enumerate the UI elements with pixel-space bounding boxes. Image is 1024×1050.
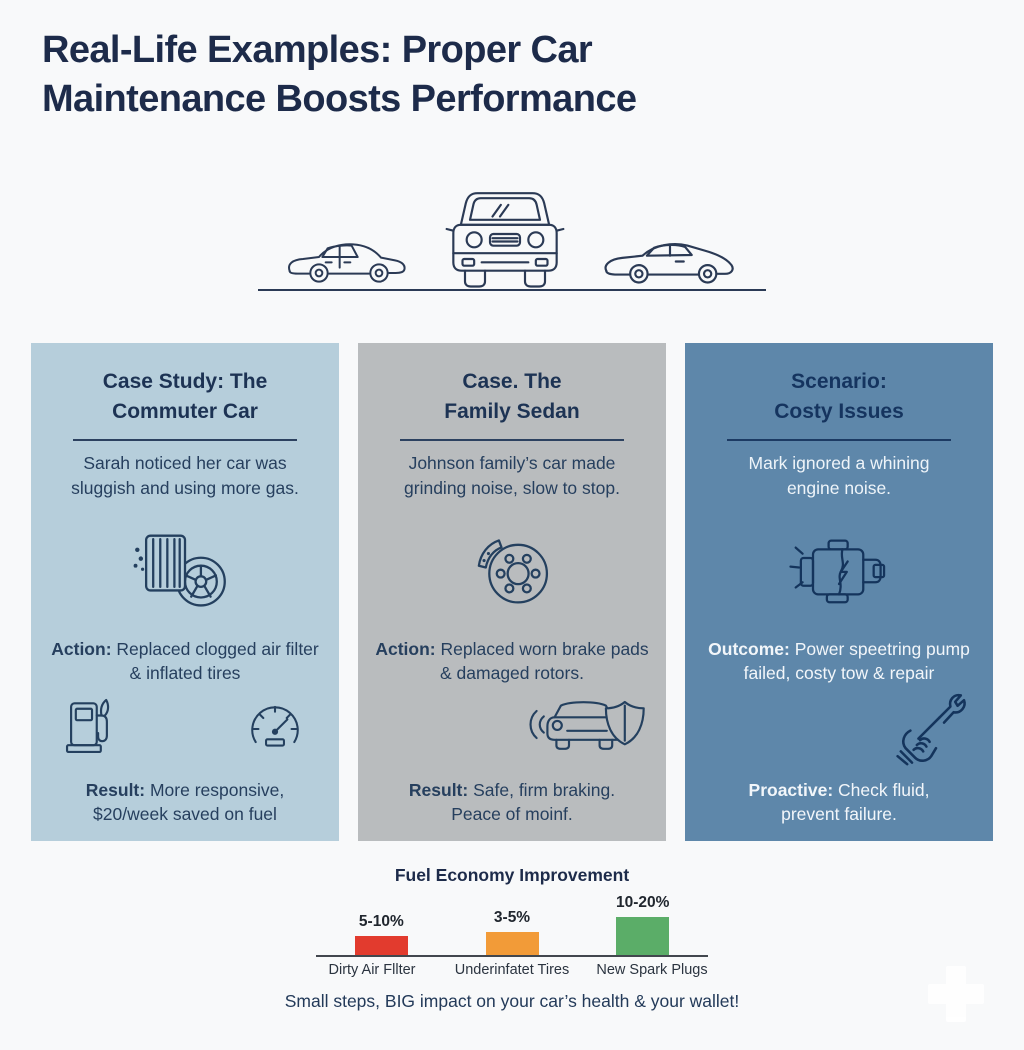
card-result-text: Result: More responsive, $20/week saved o… [37, 778, 333, 827]
bar-value-label: 3-5% [493, 908, 531, 926]
card-description: Johnson family’s car made grinding noise,… [364, 451, 660, 501]
fuel-economy-chart: Fuel Economy Improvement 5-10% 3-5% 10-2… [0, 865, 1024, 978]
cracked-engine-pump-icon [691, 513, 987, 629]
chart-title: Fuel Economy Improvement [394, 864, 630, 885]
bar-group-dirty-air-filter: 5-10% [316, 913, 447, 955]
bar-value-label: 10-20% [615, 893, 670, 911]
card-costy-issues: Scenario: Costy Issues Mark ignored a whi… [685, 342, 993, 841]
card-desc-line2: engine noise. [786, 477, 892, 498]
card-title-line1: Case Study: The [102, 369, 268, 393]
result-line2: Peace of moinf. [451, 804, 573, 824]
category-label: Dirty Air Fllter [328, 961, 416, 978]
page-title-line1: Real-Life Examples: Proper Car [42, 29, 593, 71]
category-label: New Spark Plugs [596, 961, 708, 978]
card-divider [400, 438, 624, 441]
card-description: Sarah noticed her car was sluggish and us… [37, 451, 333, 501]
action-line2: & damaged rotors. [440, 663, 584, 683]
hand-wrench-icon [896, 693, 966, 765]
card-action-text: Outcome: Power speetring pump failed, cos… [691, 637, 987, 686]
card-title-line2: Commuter Car [112, 399, 258, 423]
card-title-line2: Costy Issues [774, 399, 904, 423]
card-title: Scenario: Costy Issues [691, 367, 987, 427]
bar-group-new-spark-plugs: 10-20% [577, 894, 708, 955]
chart-plot-area: 5-10% 3-5% 10-20% [316, 894, 708, 955]
card-divider [73, 438, 297, 441]
card-title-line1: Case. The [462, 369, 562, 393]
result-label: Result: [85, 779, 146, 800]
x-axis-line [316, 954, 708, 957]
card-icon-row [691, 688, 987, 770]
action-line2: & inflated tires [129, 663, 241, 683]
result-line1: More responsive, [149, 779, 285, 800]
sports-car-side-icon [604, 242, 734, 284]
action-line2: failed, costy tow & repair [743, 663, 935, 683]
card-description: Mark ignored a whining engine noise. [691, 451, 987, 501]
bar-underinflated-tires [485, 931, 539, 955]
action-line1: Replaced worn brake pads [440, 638, 649, 659]
card-icon-row [364, 688, 660, 770]
brake-disc-icon [364, 513, 660, 629]
footer-tagline: Small steps, BIG impact on your car’s he… [284, 990, 740, 1011]
card-action-text: Action: Replaced clogged air filter & inf… [37, 637, 333, 686]
sedan-side-car-icon [288, 243, 406, 283]
card-title-line2: Family Sedan [444, 399, 580, 423]
bar-dirty-air-filter [354, 935, 408, 955]
page-title-line2: Maintenance Boosts Performance [42, 78, 637, 121]
result-label: Proactive: [748, 779, 834, 800]
card-desc-line1: Sarah noticed her car was [83, 452, 287, 473]
action-label: Action: [51, 638, 112, 659]
action-line1: Replaced clogged air filter [116, 638, 319, 659]
action-label: Outcome: [708, 638, 790, 659]
card-result-text: Result: Safe, firm braking. Peace of moin… [364, 778, 660, 827]
card-icon-row [37, 688, 333, 770]
result-line1: Safe, firm braking. [473, 779, 616, 800]
bar-value-label: 5-10% [358, 912, 404, 930]
card-divider [727, 438, 951, 441]
card-title-line1: Scenario: [791, 369, 887, 393]
fuel-pump-icon [65, 698, 110, 753]
result-line1: Check fluid, [838, 779, 930, 800]
action-label: Action: [375, 638, 436, 659]
result-line2: prevent failure. [781, 804, 897, 824]
card-desc-line2: sluggish and using more gas. [71, 477, 299, 498]
card-desc-line1: Mark ignored a whining [748, 452, 930, 473]
card-action-text: Action: Replaced worn brake pads & damage… [364, 637, 660, 686]
chart-category-labels: Dirty Air Fllter Underinfatet Tires New … [302, 962, 722, 978]
card-desc-line2: grinding noise, slow to stop. [404, 477, 620, 498]
car-alarm-shield-icon [529, 700, 645, 750]
air-filter-and-tire-icon [37, 513, 333, 629]
speedometer-icon [251, 705, 299, 747]
bar-new-spark-plugs [616, 916, 670, 955]
result-label: Result: [408, 779, 469, 800]
result-line2: $20/week saved on fuel [93, 804, 277, 824]
plus-icon [928, 966, 984, 1022]
cars-illustration [0, 189, 1024, 289]
card-result-text: Proactive: Check fluid, prevent failure. [691, 778, 987, 827]
card-desc-line1: Johnson family’s car made [408, 452, 616, 473]
action-line1: Power speetring pump [794, 638, 970, 659]
ground-line [258, 288, 766, 291]
category-label: Underinfatet Tires [454, 961, 570, 978]
bar-group-underinflated-tires: 3-5% [447, 909, 578, 955]
front-view-car-icon [445, 191, 565, 288]
